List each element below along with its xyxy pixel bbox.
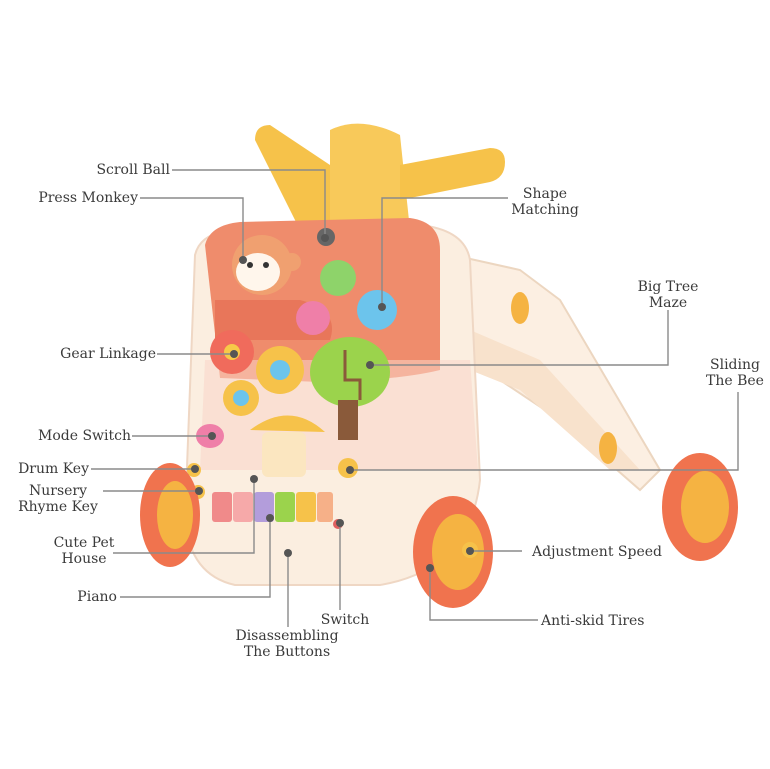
label-shape-matching-line1: Shape xyxy=(522,186,568,202)
label-disassembling-buttons: Disassembling The Buttons xyxy=(228,628,346,660)
wheels xyxy=(140,453,738,608)
label-press-monkey: Press Monkey xyxy=(38,190,138,206)
label-nursery-rhyme-key: Nursery Rhyme Key xyxy=(5,483,111,515)
label-big-tree-line2: Maze xyxy=(648,295,688,311)
label-shape-matching-line2: Matching xyxy=(511,202,579,218)
label-disassembling-line1: Disassembling xyxy=(235,628,339,644)
label-anti-skid-tires: Anti-skid Tires xyxy=(541,613,645,629)
label-scroll-ball: Scroll Ball xyxy=(96,162,170,178)
label-nursery-line2: Rhyme Key xyxy=(18,499,98,515)
label-drum-key: Drum Key xyxy=(18,461,89,477)
monkey-face xyxy=(232,235,301,295)
label-sliding-bee-line1: Sliding xyxy=(710,357,760,373)
leader-dots xyxy=(191,234,474,572)
label-big-tree-line1: Big Tree xyxy=(637,279,699,295)
label-piano: Piano xyxy=(77,589,117,605)
label-cute-pet-line2: House xyxy=(61,551,107,567)
label-gear-linkage: Gear Linkage xyxy=(60,346,156,362)
tree-maze xyxy=(310,337,390,440)
leader-lines xyxy=(91,169,739,627)
label-sliding-bee-line2: The Bee xyxy=(706,373,764,389)
gears xyxy=(210,330,304,416)
shape-pieces xyxy=(296,260,397,335)
label-shape-matching: Shape Matching xyxy=(505,186,585,218)
label-nursery-line1: Nursery xyxy=(28,483,88,499)
frame-knob-bottom xyxy=(599,432,617,464)
label-disassembling-line2: The Buttons xyxy=(243,644,331,660)
frame-knob-top xyxy=(511,292,529,324)
label-mode-switch: Mode Switch xyxy=(38,428,131,444)
label-big-tree-maze: Big Tree Maze xyxy=(630,279,706,311)
label-adjustment-speed: Adjustment Speed xyxy=(532,544,662,560)
label-sliding-bee: Sliding The Bee xyxy=(700,357,770,389)
label-cute-pet-line1: Cute Pet xyxy=(53,535,115,551)
handle xyxy=(255,123,505,230)
label-switch: Switch xyxy=(320,612,370,628)
label-cute-pet-house: Cute Pet House xyxy=(40,535,128,567)
